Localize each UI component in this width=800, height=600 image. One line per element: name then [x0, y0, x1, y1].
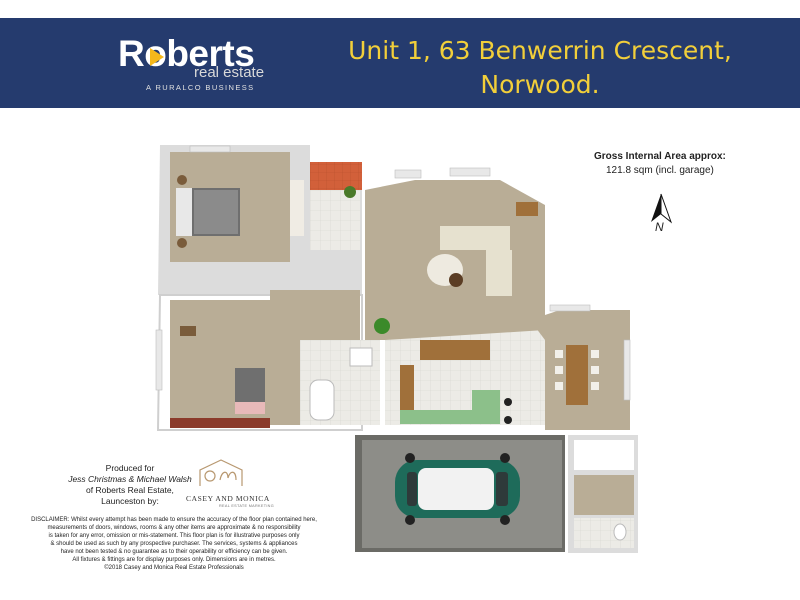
north-arrow-icon [651, 193, 673, 224]
logo-subtitle: real estate [194, 64, 265, 81]
coffee-table-icon [449, 273, 463, 287]
brick-wall [170, 418, 270, 428]
credits-block: Produced for Jess Christmas & Michael Wa… [60, 463, 200, 507]
toilet-icon [613, 523, 627, 541]
dining-table-icon [566, 345, 588, 405]
play-icon [150, 48, 164, 66]
kitchen-cabinets [420, 340, 490, 360]
dining-chairs-icon [555, 350, 599, 390]
header-banner [0, 18, 800, 108]
credits-line: Launceston by: [101, 496, 159, 506]
kitchen-cabinets [400, 365, 414, 423]
plant-icon [374, 318, 390, 334]
company-name: CASEY AND MONICA [186, 494, 270, 503]
stool-icon [504, 416, 512, 424]
hall [574, 475, 634, 515]
laundry [574, 440, 634, 470]
disclaimer: DISCLAIMER: Whilst every attempt has bee… [24, 516, 324, 572]
credits-agents: Jess Christmas & Michael Walsh [68, 474, 192, 484]
company-subtitle: REAL ESTATE MARKETING [219, 504, 274, 508]
disclaimer-line: ©2018 Casey and Monica Real Estate Profe… [104, 565, 244, 571]
address-line-2: Norwood. [480, 70, 600, 99]
windows [155, 145, 631, 401]
hallway [270, 290, 360, 340]
stool-icon [504, 398, 512, 406]
casey-monica-logo-icon [199, 459, 243, 486]
area-value: 121.8 sqm (incl. garage) [606, 165, 714, 176]
car-icon [395, 453, 520, 525]
disclaimer-line: is taken for any error, omission or mis-… [48, 533, 300, 539]
logo-tagline: A RURALCO BUSINESS [146, 83, 255, 92]
lamp-icon [177, 238, 187, 248]
address-line-1: Unit 1, 63 Benwerrin Crescent, [348, 36, 732, 65]
hallway [270, 340, 300, 425]
chair-icon [180, 326, 196, 336]
bed-icon [235, 368, 265, 414]
kitchen-island [472, 390, 500, 424]
disclaimer-line: All fixtures & fittings are for display … [72, 557, 276, 563]
bed-icon [176, 188, 240, 236]
lamp-icon [177, 175, 187, 185]
plant-icon [344, 186, 356, 198]
tv-unit-icon [516, 202, 538, 216]
area-title: Gross Internal Area approx: [594, 151, 726, 162]
credits-line: of Roberts Real Estate, [86, 485, 174, 495]
floor-plan [155, 145, 638, 553]
disclaimer-line: & should be used as such by any prospect… [50, 541, 298, 547]
disclaimer-line: DISCLAIMER: Whilst every attempt has bee… [31, 517, 317, 523]
north-label: N [655, 220, 664, 234]
ensuite [310, 190, 360, 250]
deck [310, 162, 362, 190]
credits-line: Produced for [105, 463, 155, 473]
disclaimer-line: measurements of doors, windows, rooms & … [47, 525, 301, 531]
vanity-icon [349, 347, 373, 367]
logo-wordmark: Roberts [118, 33, 255, 74]
wardrobe [290, 180, 304, 236]
sofa-icon [440, 226, 512, 296]
disclaimer-line: have not been tested & no guarantee as t… [60, 549, 288, 555]
bathtub-icon [309, 379, 335, 421]
